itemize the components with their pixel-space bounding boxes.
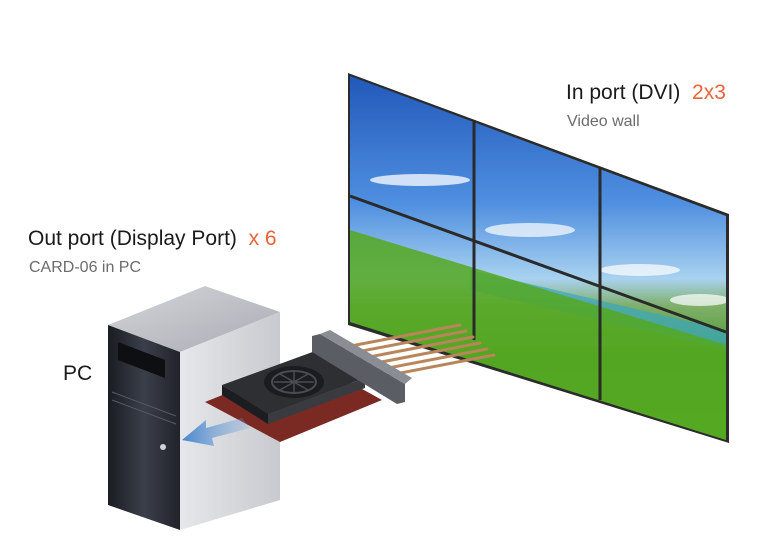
drive-bay — [118, 342, 165, 378]
insert-arrow-icon — [182, 418, 250, 446]
out-port-label: Out port (Display Port) — [28, 227, 237, 250]
graphics-card — [205, 330, 412, 442]
out-port-count: x 6 — [248, 227, 277, 250]
pc-tower — [108, 286, 280, 530]
wall-bezel-horizontal — [349, 194, 727, 334]
out-port-subtitle: CARD-06 in PC — [29, 259, 142, 276]
pc-label: PC — [63, 362, 93, 385]
power-button-icon — [160, 444, 166, 450]
in-port-subtitle: Video wall — [567, 113, 640, 130]
in-port-count: 2x3 — [692, 81, 726, 104]
in-port-title: In port (DVI) 2x3 — [566, 81, 726, 105]
in-port-label: In port (DVI) — [566, 81, 681, 104]
out-port-title: Out port (Display Port) x 6 — [28, 227, 277, 251]
card-bracket — [312, 334, 405, 404]
